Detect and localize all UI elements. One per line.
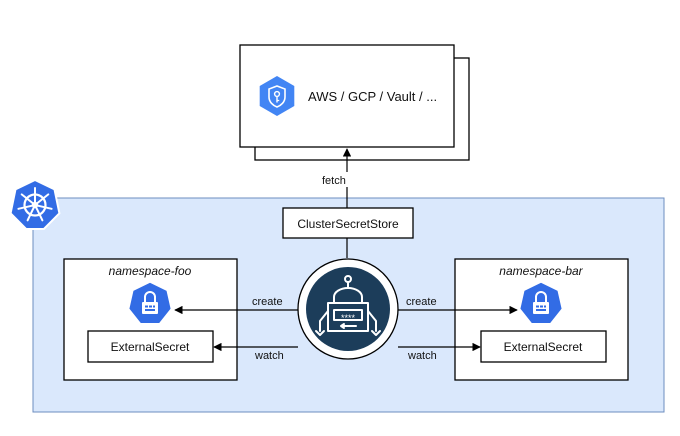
external-secret-bar-box[interactable] xyxy=(480,330,607,363)
namespace-foo-title: namespace-foo xyxy=(109,264,192,278)
external-secret-foo-box[interactable] xyxy=(87,330,214,363)
create-left-label: create xyxy=(252,296,283,308)
watch-left-label: watch xyxy=(254,350,284,362)
cluster-secret-store-box[interactable] xyxy=(282,207,414,239)
operator-badge: **** xyxy=(341,313,356,323)
namespace-bar-title: namespace-bar xyxy=(499,264,583,278)
fetch-label-bg xyxy=(320,172,352,187)
secret-lock-icon-bar xyxy=(518,281,564,325)
operator-node[interactable]: **** xyxy=(297,258,399,360)
provider-label: AWS / GCP / Vault / ... xyxy=(308,89,437,104)
external-secret-foo-label: ExternalSecret xyxy=(111,340,190,354)
external-secret-bar-label: ExternalSecret xyxy=(504,340,583,354)
robot-icon xyxy=(315,275,381,336)
create-right-label: create xyxy=(406,296,437,308)
key-shield-icon xyxy=(259,76,295,116)
secret-lock-icon-foo xyxy=(127,281,173,325)
fetch-label: fetch xyxy=(322,175,346,187)
watch-right-label: watch xyxy=(407,350,437,362)
cluster-secret-store-label: ClusterSecretStore xyxy=(297,217,399,231)
kubernetes-helm-icon xyxy=(9,178,61,230)
